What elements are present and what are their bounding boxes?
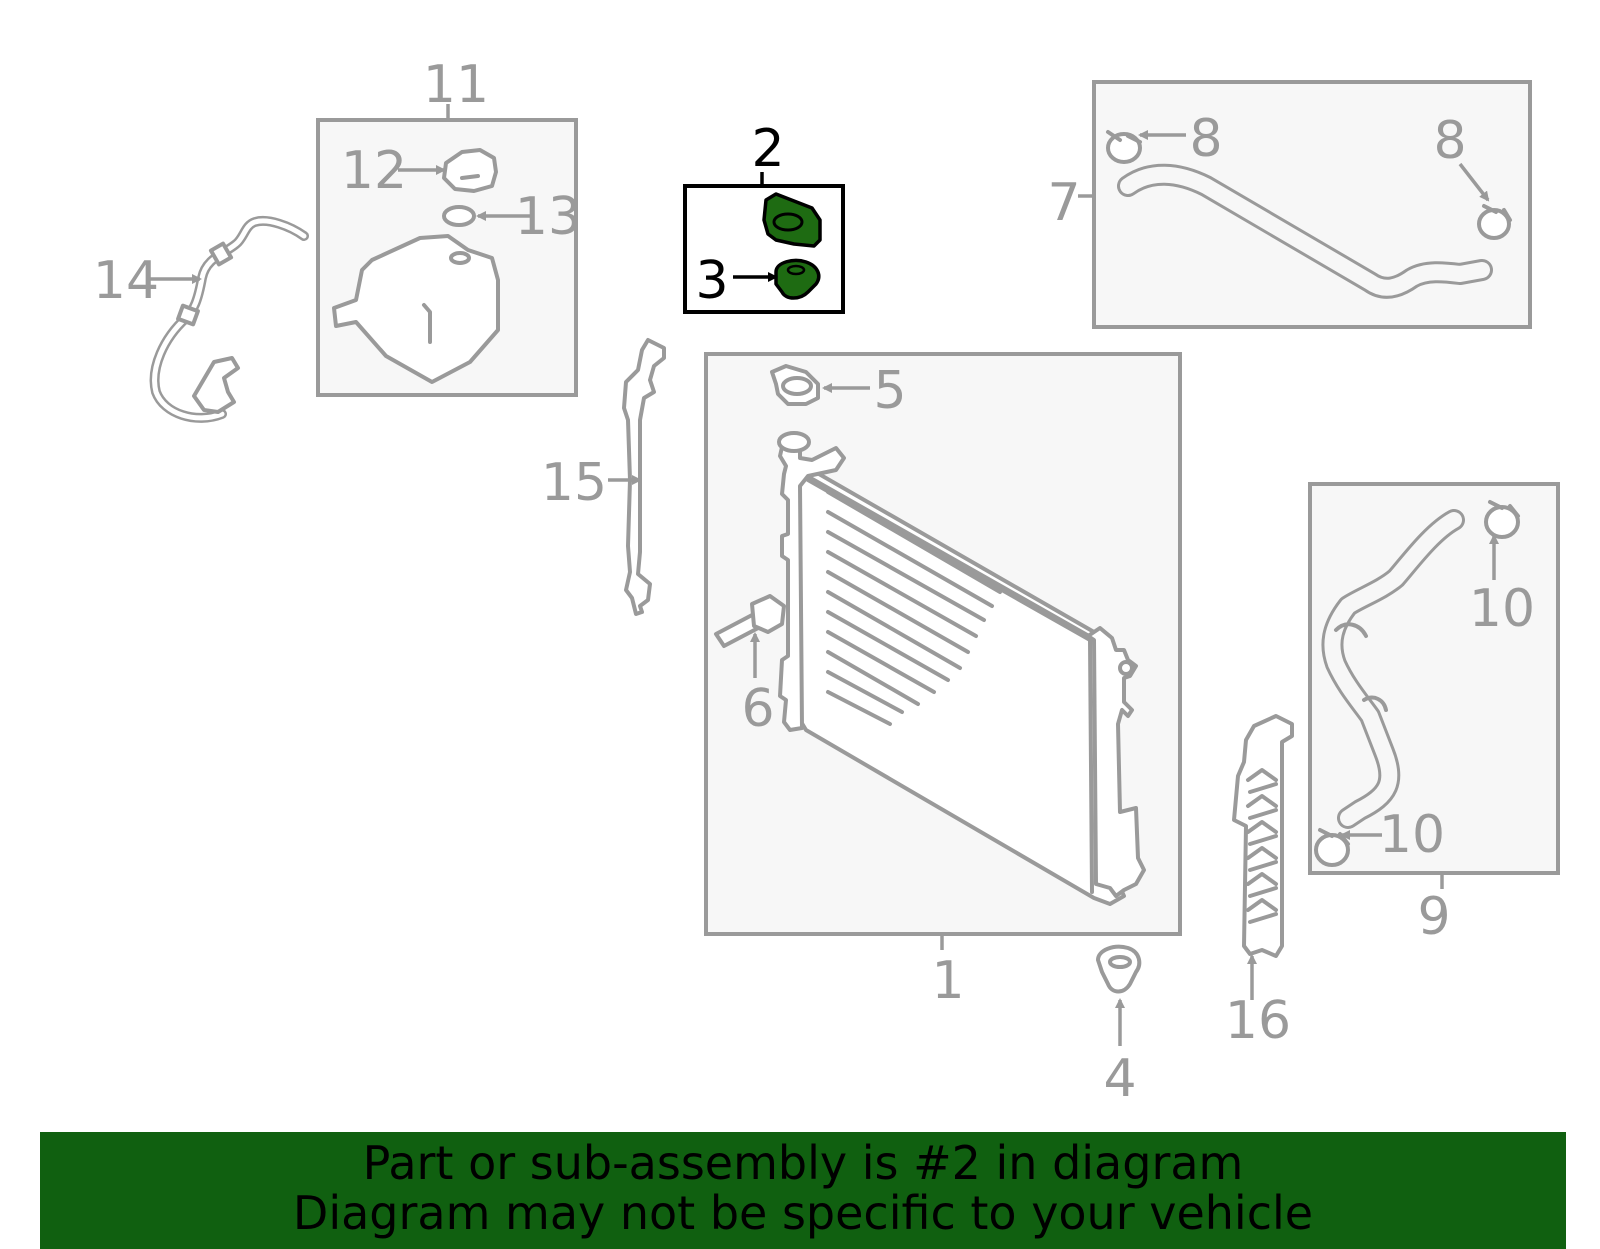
callout-13[interactable]: 13: [515, 187, 581, 247]
info-banner: Part or sub-assembly is #2 in diagram Di…: [40, 1132, 1566, 1249]
callout-14[interactable]: 14: [93, 251, 159, 311]
upper-hose-assembly[interactable]: [1078, 80, 1532, 329]
radiator-cap-assembly[interactable]: [683, 172, 845, 314]
hose-clamp-10-top: [1484, 500, 1520, 539]
hose-clamp-8-left: [1106, 130, 1142, 164]
hose-clamp-10-bottom: [1314, 828, 1350, 867]
callout-11[interactable]: 11: [423, 55, 489, 115]
callout-1[interactable]: 1: [931, 951, 964, 1011]
callout-16[interactable]: 16: [1225, 991, 1291, 1051]
callout-15[interactable]: 15: [541, 453, 607, 513]
hose-clamp-8-right: [1477, 204, 1512, 240]
reservoir-cap-part: [442, 148, 498, 193]
callout-9[interactable]: 9: [1417, 887, 1450, 947]
right-air-guide[interactable]: [1232, 714, 1294, 958]
mount-bushing-part[interactable]: [1096, 944, 1142, 994]
reservoir-tank-part: [332, 234, 500, 384]
callout-12[interactable]: 12: [341, 141, 407, 201]
overflow-hose[interactable]: [149, 216, 309, 423]
cap-seal-part: [770, 364, 820, 406]
banner-line-1: Part or sub-assembly is #2 in diagram: [362, 1136, 1244, 1190]
o-ring-part: [442, 205, 476, 227]
lower-hose-assembly[interactable]: [1308, 482, 1560, 889]
radiator-assembly[interactable]: [704, 352, 1182, 950]
callout-4[interactable]: 4: [1103, 1049, 1136, 1109]
callout-2[interactable]: 2: [751, 119, 784, 179]
callout-7[interactable]: 7: [1047, 173, 1080, 233]
callout-6[interactable]: 6: [741, 679, 774, 739]
callout-5[interactable]: 5: [873, 361, 906, 421]
filler-neck-part: [762, 192, 822, 248]
callout-8-left[interactable]: 8: [1189, 109, 1222, 169]
upper-hose-box: [1092, 80, 1532, 329]
callout-8-right[interactable]: 8: [1433, 111, 1466, 171]
drain-plug-part: [714, 594, 786, 648]
radiator-cap-part: [774, 258, 821, 300]
callout-3[interactable]: 3: [695, 251, 728, 311]
callout-10-bottom[interactable]: 10: [1379, 805, 1445, 865]
banner-line-2: Diagram may not be specific to your vehi…: [292, 1186, 1314, 1240]
radiator-core-part: [777, 431, 1146, 906]
side-air-guide[interactable]: [622, 338, 666, 616]
callout-10-top[interactable]: 10: [1469, 579, 1535, 639]
reservoir-assembly[interactable]: [316, 104, 578, 397]
